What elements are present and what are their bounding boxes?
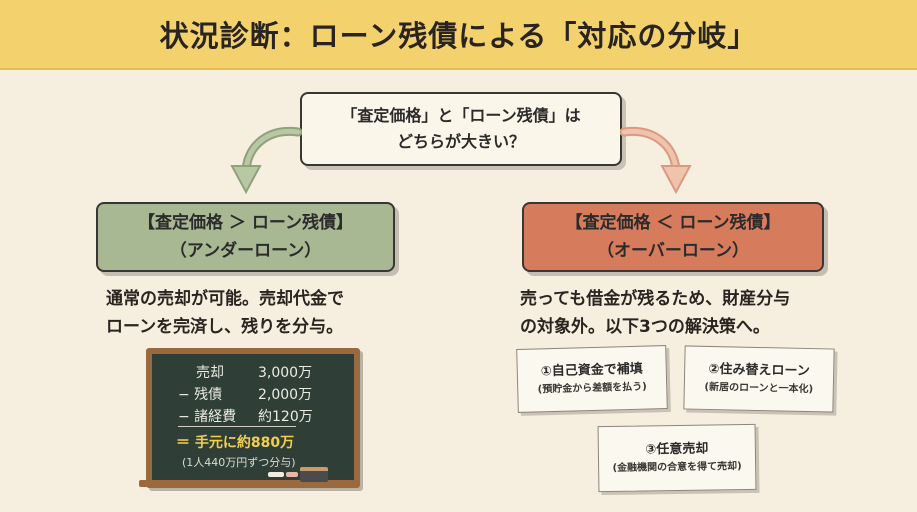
over-loan-desc-line-1: 売っても借金が残るため、財産分与 [520, 289, 791, 309]
option-2-sub: (新居のローンと一本化) [704, 381, 814, 396]
over-loan-condition: 【査定価格 ＜ ローン残債】 [565, 213, 781, 233]
under-loan-condition: 【査定価格 ＞ ローン残債】 [138, 213, 353, 233]
option-3-title: ③任意売却 [645, 441, 709, 458]
under-loan-description: 通常の売却が可能。売却代金で ローンを完済し、残りを分与。 [106, 285, 344, 341]
over-loan-description: 売っても借金が残るため、財産分与 の対象外。以下3つの解決策へ。 [520, 285, 790, 341]
board-sale-value: 3,000万 [258, 365, 313, 381]
over-loan-label: （オーバーローン） [597, 241, 749, 261]
option-card-relocation-loan: ②住み替えローン (新居のローンと一本化) [683, 345, 835, 413]
question-box: 「査定価格」と「ローン残債」は どちらが大きい？ [300, 92, 622, 166]
page-title: 状況診断：ローン残債による「対応の分岐」 [159, 19, 758, 53]
arrow-right-icon [620, 126, 692, 195]
chalkboard: 売却 3,000万 − 残債 2,000万 − 諸経費 約120万 ＝ 手元に約… [146, 348, 360, 488]
under-loan-desc-line-2: ローンを完済し、残りを分与。 [106, 317, 344, 337]
board-cost-label: − 諸経費 [178, 409, 237, 425]
chalk-pink-icon [286, 472, 298, 477]
board-sale-label: 売却 [196, 365, 224, 381]
title-banner: 状況診断：ローン残債による「対応の分岐」 [0, 0, 917, 70]
option-1-sub: (預貯金から差額を払う) [537, 381, 647, 396]
board-cost-value: 約120万 [258, 409, 313, 425]
chalk-tray [139, 480, 355, 487]
arrow-left-icon [230, 126, 302, 195]
board-note: (1人440万円ずつ分与) [182, 456, 296, 469]
question-line-2: どちらが大きい？ [396, 132, 525, 151]
under-loan-label: （アンダーローン） [169, 241, 322, 261]
board-loan-label: − 残債 [178, 387, 223, 403]
option-1-title: ①自己資金で補填 [540, 361, 643, 380]
option-card-voluntary-sale: ③任意売却 (金融機関の合意を得て売却) [597, 423, 757, 493]
question-line-1: 「査定価格」と「ローン残債」は [341, 106, 581, 125]
option-3-sub: (金融機関の合意を得て売却) [612, 461, 742, 474]
under-loan-box: 【査定価格 ＞ ローン残債】 （アンダーローン） [96, 202, 395, 272]
over-loan-desc-line-2: の対象外。以下3つの解決策へ。 [520, 317, 770, 337]
option-card-self-funds: ①自己資金で補填 (預貯金から差額を払う) [516, 345, 668, 413]
over-loan-box: 【査定価格 ＜ ローン残債】 （オーバーローン） [522, 202, 824, 272]
board-result: ＝ 手元に約880万 [176, 435, 295, 451]
under-loan-desc-line-1: 通常の売却が可能。売却代金で [106, 289, 344, 309]
chalk-divider [178, 426, 296, 427]
chalk-white-icon [268, 472, 284, 477]
option-2-title: ②住み替えローン [708, 361, 810, 380]
board-loan-value: 2,000万 [258, 387, 313, 403]
eraser-icon [300, 467, 328, 482]
